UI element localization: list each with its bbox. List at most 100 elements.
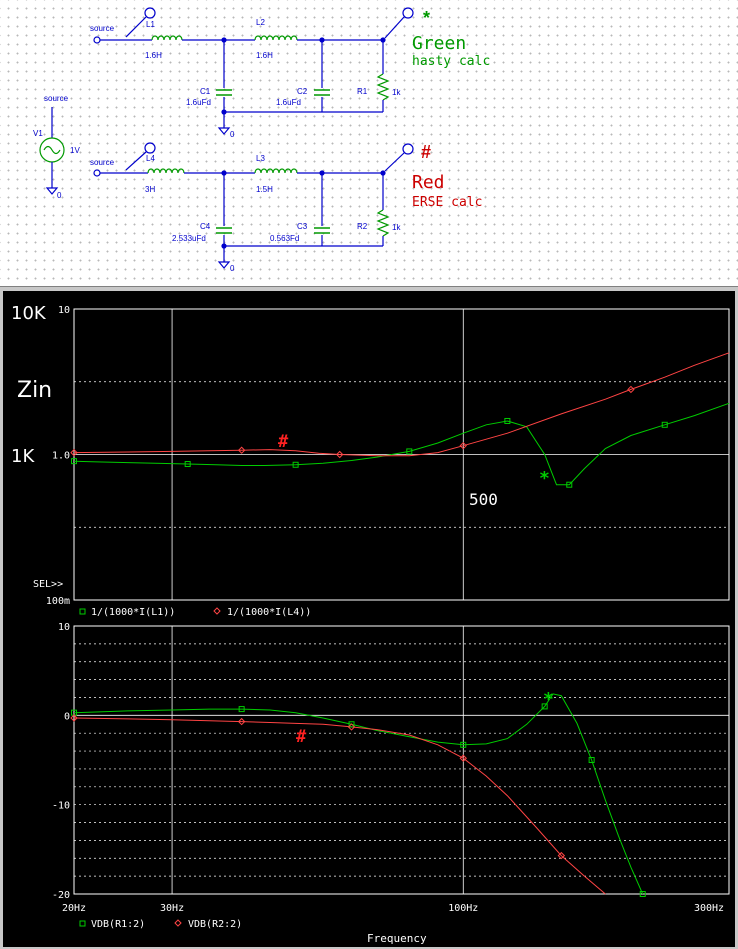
- sine-icon: [43, 145, 61, 155]
- r2-name: R2: [357, 222, 368, 231]
- voltage-probe-top[interactable]: [402, 7, 414, 19]
- circuit-bottom: [93, 142, 414, 269]
- vdb-series-line: [73, 717, 606, 895]
- v1-source-label: source: [44, 94, 69, 103]
- annotation-hash-red-2: #: [296, 727, 307, 747]
- ground-symbol: [217, 127, 231, 135]
- inductor-l4[interactable]: [147, 168, 185, 174]
- legend-r2[interactable]: VDB(R2:2): [188, 919, 242, 930]
- vdb-x-tick-label: 100Hz: [448, 903, 478, 914]
- vdb-point: [237, 717, 246, 726]
- wire: [125, 16, 147, 38]
- vdb-y-tick-label: 10: [58, 622, 70, 633]
- l3-name: L3: [256, 154, 265, 163]
- vdb-series-line: [73, 693, 644, 895]
- vdb-point: [70, 714, 78, 722]
- zin-y-tick-label: 1.0: [52, 451, 70, 462]
- zin-point: [504, 417, 511, 424]
- probe-background: [3, 291, 735, 947]
- c2-value: 1.6uFd: [276, 98, 301, 107]
- schematic-area: source L1 1.6H L2 1.6H C1 1.6uFd C2 1.6u…: [0, 0, 738, 285]
- v1-ground: 0: [57, 191, 62, 200]
- zin-series-line: [73, 402, 730, 486]
- current-probe-l4[interactable]: [144, 142, 156, 154]
- vdb-point: [588, 757, 595, 763]
- annotation-10k: 10K: [11, 303, 47, 324]
- legend-r1[interactable]: VDB(R1:2): [91, 919, 145, 930]
- vdb-series: [73, 693, 644, 895]
- zin-point: [70, 448, 78, 457]
- vdb-plot-frame[interactable]: [73, 625, 730, 895]
- l3-value: 1.5H: [256, 185, 273, 194]
- circuit-top-labels: source L1 1.6H L2 1.6H C1 1.6uFd C2 1.6u…: [90, 18, 401, 139]
- zin-point: [336, 450, 344, 459]
- legend-l1[interactable]: 1/(1000*I(L1)): [91, 607, 175, 618]
- vdb-point: [347, 723, 356, 731]
- zin-series-line: [73, 352, 730, 457]
- inductor-l2[interactable]: [254, 35, 298, 41]
- resistor-r1[interactable]: [376, 73, 390, 101]
- annotation-hash-red: #: [278, 432, 289, 452]
- annotation-star-green: *: [539, 468, 550, 489]
- marker-red: #: [421, 142, 431, 162]
- inductor-l3[interactable]: [254, 168, 298, 174]
- wire: [384, 152, 405, 172]
- vdb-y-tick-label: 0: [64, 711, 70, 722]
- zin-point: [237, 446, 246, 454]
- sel-indicator[interactable]: SEL>>: [33, 579, 63, 590]
- source-node-top[interactable]: [93, 36, 101, 44]
- v1-value: 1V: [70, 146, 80, 155]
- resistor-r2[interactable]: [376, 209, 390, 237]
- marker-green: *: [423, 8, 430, 28]
- voltage-probe-bottom[interactable]: [402, 143, 414, 155]
- vdb-y-tick-label: -10: [52, 801, 70, 812]
- x-axis-label: Frequency: [367, 932, 427, 945]
- inductor-l1[interactable]: [151, 35, 183, 41]
- zin-series: [73, 352, 730, 486]
- vdb-x-tick-label: 300Hz: [694, 903, 724, 914]
- l2-value: 1.6H: [256, 51, 273, 60]
- current-probe-l1[interactable]: [144, 7, 156, 19]
- circuit-bottom-labels: source L4 3H L3 1.5H C4 2.533uFd C3 0.56…: [90, 154, 401, 273]
- c4-value: 2.533uFd: [172, 234, 206, 243]
- c1-value: 1.6uFd: [186, 98, 211, 107]
- source-node-bottom[interactable]: [93, 169, 101, 177]
- l1-name: L1: [146, 20, 155, 29]
- legend-marker-red-2: [174, 919, 182, 927]
- v1-labels: source V1 1V 0: [33, 94, 80, 200]
- source-label-top: source: [90, 24, 115, 33]
- zin-point: [566, 481, 573, 488]
- c1-name: C1: [200, 87, 211, 96]
- ground-label-top: 0: [230, 130, 235, 139]
- vdb-point: [459, 754, 467, 762]
- zin-point: [71, 458, 77, 465]
- zin-point: [627, 385, 635, 394]
- vdb-point: [639, 891, 646, 897]
- legend-l4[interactable]: 1/(1000*I(L4)): [227, 607, 311, 618]
- l2-name: L2: [256, 18, 265, 27]
- annotation-star-green-2: *: [543, 689, 554, 710]
- c3-value: 0.563Fd: [270, 234, 299, 243]
- c2-name: C2: [297, 87, 308, 96]
- zin-marks: [70, 385, 668, 488]
- ground-label-bottom: 0: [230, 264, 235, 273]
- annotation-1k: 1K: [11, 446, 35, 467]
- source-v1: [39, 107, 65, 195]
- schematic-svg: source L1 1.6H L2 1.6H C1 1.6uFd C2 1.6u…: [33, 7, 490, 273]
- r2-value: 1k: [392, 223, 401, 232]
- l1-value: 1.6H: [145, 51, 162, 60]
- subtitle-green: hasty calc: [412, 54, 490, 69]
- title-red: Red: [412, 172, 445, 193]
- vdb-point: [348, 721, 355, 728]
- wire: [384, 16, 405, 39]
- vdb-x-tick-label: 20Hz: [62, 903, 86, 914]
- vdb-point: [460, 741, 467, 748]
- subtitle-red: ERSE calc: [412, 195, 482, 210]
- ground-symbol: [45, 187, 59, 195]
- zin-point: [406, 448, 413, 455]
